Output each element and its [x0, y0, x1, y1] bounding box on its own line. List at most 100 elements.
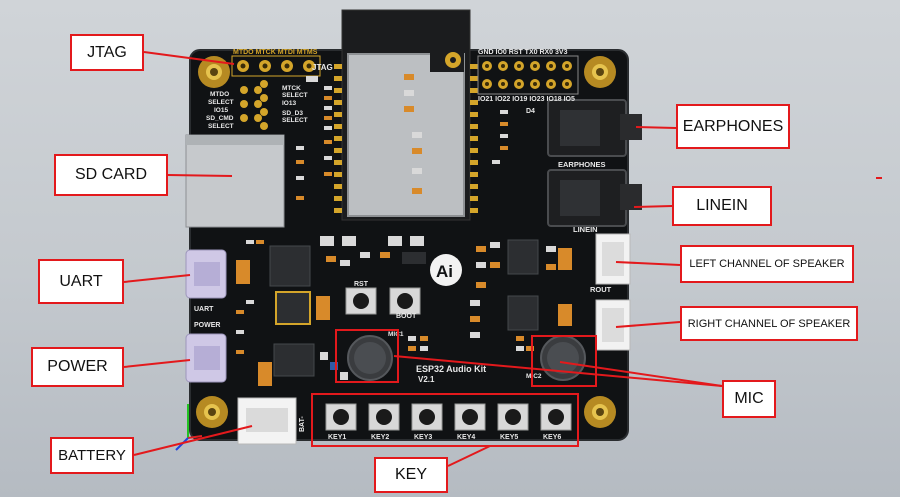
- silk-mic2: MIC2: [526, 373, 542, 380]
- smd-part: [340, 260, 350, 266]
- label-power: POWER: [31, 347, 124, 387]
- leader-key: [447, 445, 491, 467]
- smd-part: [256, 240, 264, 244]
- smd-part: [296, 176, 304, 180]
- smd-part: [324, 86, 332, 90]
- smd-part: [408, 336, 416, 341]
- smd-part: [500, 146, 508, 150]
- smd-part: [246, 240, 254, 244]
- select-pin: [240, 114, 248, 122]
- power-usb-connector: [185, 333, 227, 383]
- module-pad: [470, 64, 478, 69]
- key-label-6: KEY6: [543, 434, 561, 441]
- esp32-module: [341, 9, 471, 221]
- smd-part: [340, 372, 348, 380]
- key-button-cap: [462, 409, 478, 425]
- smd-part: [316, 296, 330, 320]
- silk-jtag-pins: MTDO MTCK MTDI MTMS: [233, 49, 318, 56]
- silk-io15: IO15: [214, 107, 228, 114]
- silk-rst: RST: [354, 281, 369, 288]
- select-pin: [240, 100, 248, 108]
- silk-mic1: MIC1: [388, 331, 404, 338]
- smd-part: [408, 346, 416, 351]
- header-pin-hole: [485, 82, 489, 86]
- leader-left-speaker: [615, 261, 681, 266]
- jtag-pin-hole: [240, 63, 246, 69]
- smd-part: [500, 134, 508, 138]
- header-pin-hole: [565, 82, 569, 86]
- smd-part: [324, 106, 332, 110]
- select-pin: [260, 80, 268, 88]
- smd-part: [236, 310, 244, 314]
- smd-part: [246, 300, 254, 304]
- module-pad: [470, 160, 478, 165]
- key-button-cap: [505, 409, 521, 425]
- highlight-mic2: [531, 335, 597, 387]
- silk-header-top: GND IO0 RST TX0 RX0 3V3: [478, 49, 568, 56]
- select-pin: [260, 94, 268, 102]
- silk-earphones: EARPHONES: [558, 160, 606, 169]
- select-pin: [260, 122, 268, 130]
- highlight-mic1: [335, 329, 399, 383]
- sd-card-slot: [185, 134, 285, 228]
- module-pad: [470, 208, 478, 213]
- chips: [269, 236, 539, 377]
- smd-part: [236, 260, 250, 284]
- jtag-pin-hole: [306, 63, 312, 69]
- boot-button: [389, 287, 421, 315]
- header-pin-hole: [501, 64, 505, 68]
- module-pad: [334, 160, 342, 165]
- header-pin-hole: [533, 64, 537, 68]
- select-pin: [254, 100, 262, 108]
- header-pin-hole: [517, 82, 521, 86]
- smd-part: [258, 362, 272, 386]
- right-speaker-connector: [595, 299, 631, 351]
- silk-jtag: JTAG: [312, 63, 333, 72]
- smd-part: [324, 172, 332, 176]
- leader-sd-card: [167, 174, 233, 177]
- silk-power: POWER: [194, 322, 220, 329]
- leader-uart: [123, 274, 191, 283]
- smd-part: [404, 74, 414, 80]
- linein-jack: [547, 169, 642, 227]
- mic2: [540, 335, 586, 381]
- smd-part: [492, 160, 500, 164]
- key-label-2: KEY2: [371, 434, 389, 441]
- smd-part: [546, 246, 556, 252]
- smd-part: [526, 346, 534, 351]
- smd-part: [324, 156, 332, 160]
- key-button-1: [325, 403, 357, 431]
- key-button-cap: [376, 409, 392, 425]
- jtag-header: [231, 55, 321, 77]
- module-pad: [470, 76, 478, 81]
- smd-part: [516, 336, 524, 341]
- silk-uart: UART: [194, 306, 214, 313]
- key-buttons: [325, 403, 572, 431]
- label-left-speaker: LEFT CHANNEL OF SPEAKER: [680, 245, 854, 283]
- leader-mic-1: [393, 355, 723, 387]
- smd-part: [380, 252, 390, 258]
- smd-part: [360, 252, 370, 258]
- smd-part: [490, 262, 500, 268]
- smd-part: [296, 196, 304, 200]
- smd-part: [500, 110, 508, 114]
- label-mic: MIC: [722, 380, 776, 418]
- leader-linein: [633, 205, 673, 208]
- leader-jtag: [143, 51, 235, 65]
- module-pads: [334, 64, 478, 213]
- smd-part: [476, 246, 486, 252]
- smd-part: [470, 332, 480, 338]
- key-button-6: [540, 403, 572, 431]
- smd-part: [236, 330, 244, 334]
- header-pin-hole: [517, 64, 521, 68]
- module-pad: [334, 184, 342, 189]
- smd-part: [330, 362, 338, 370]
- select-pin: [260, 108, 268, 116]
- battery-connector: [237, 397, 297, 445]
- key-button-cap: [548, 409, 564, 425]
- leader-battery: [133, 425, 253, 456]
- module-pad: [334, 172, 342, 177]
- header-pin-hole: [549, 82, 553, 86]
- smd-part: [490, 242, 500, 248]
